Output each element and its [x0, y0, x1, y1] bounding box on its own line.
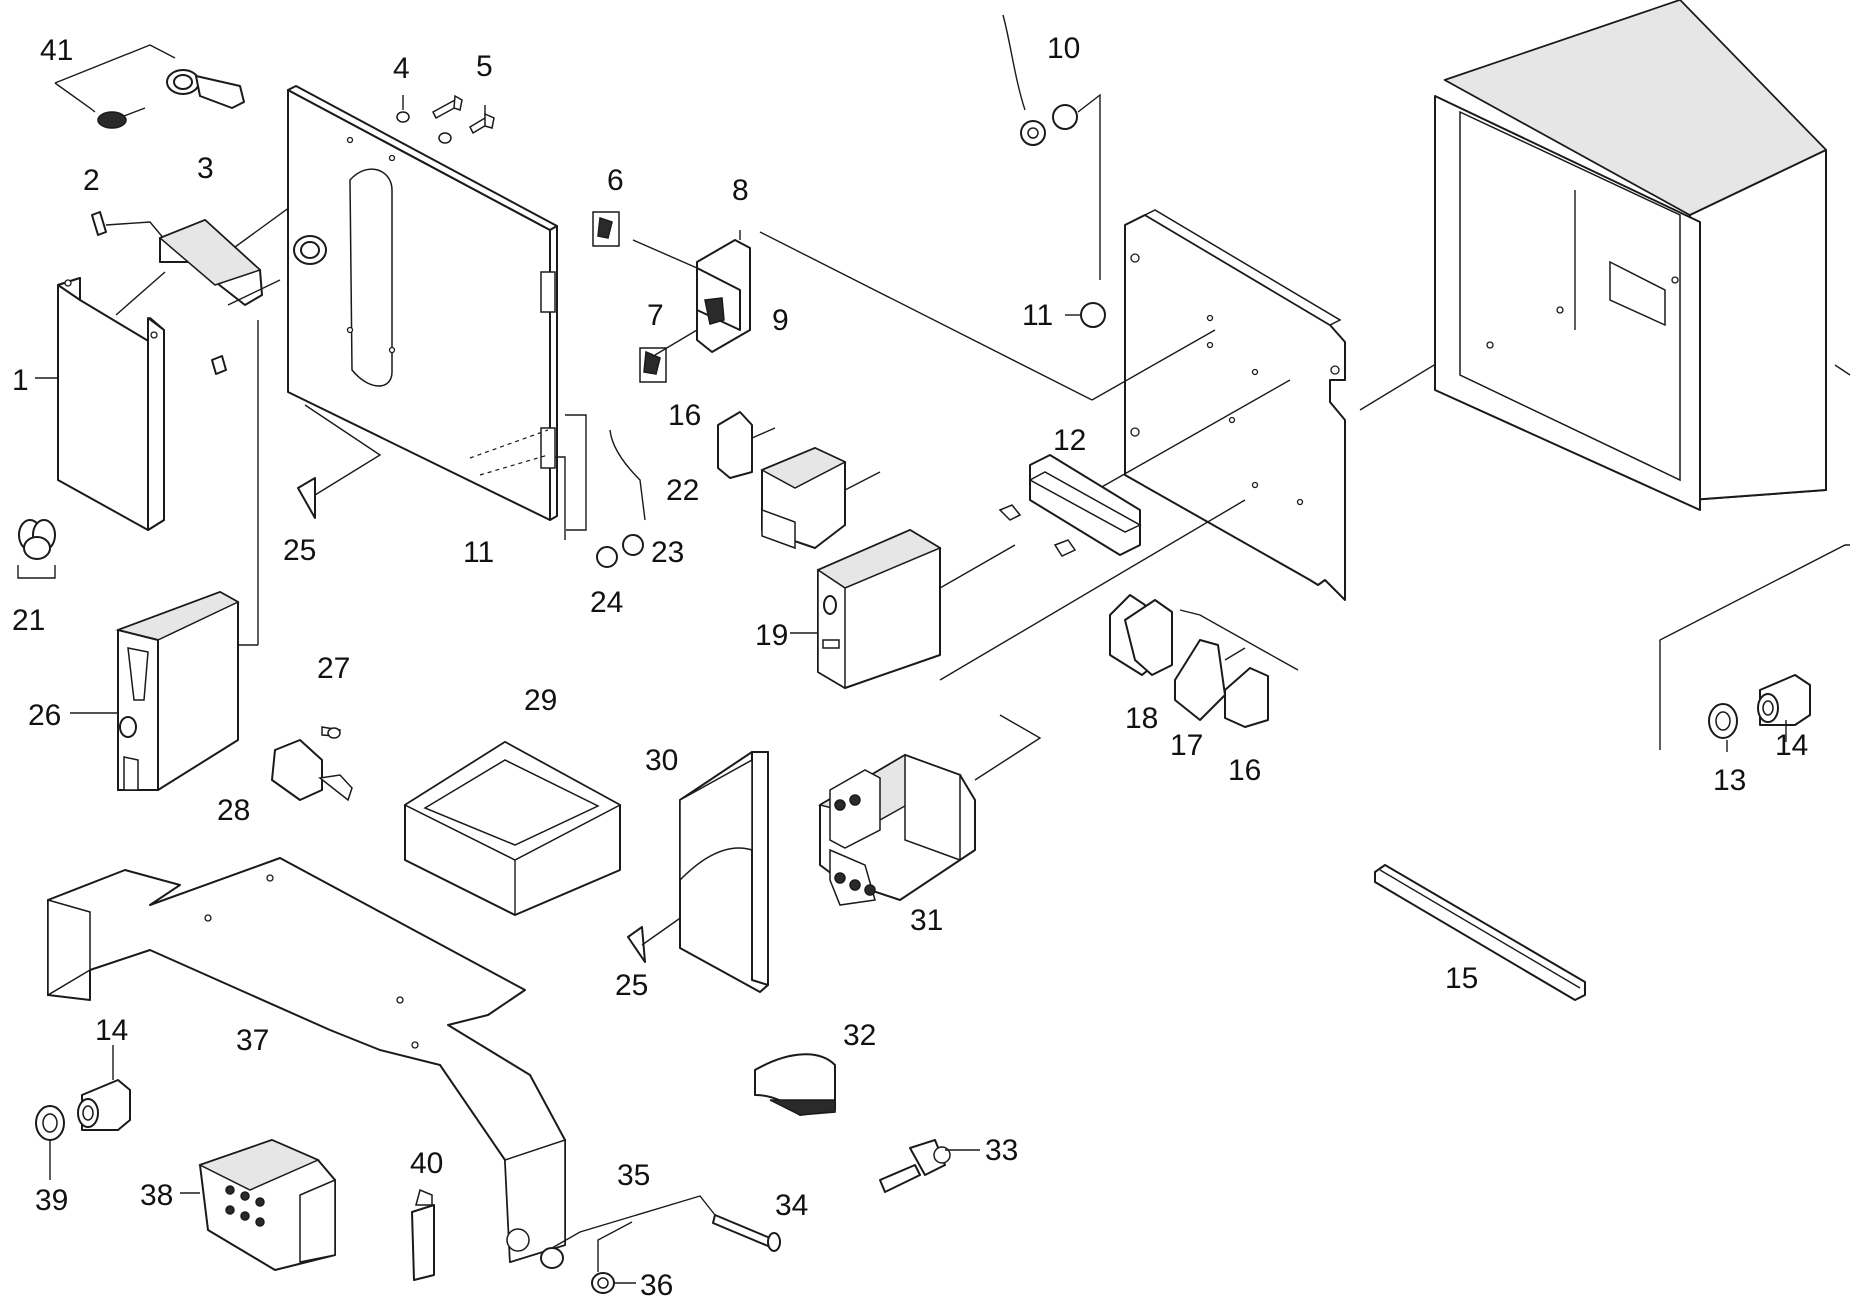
callout-10: 10	[1047, 32, 1080, 65]
part-37-base-plate	[47, 857, 566, 1264]
callout-16-right: 16	[1228, 754, 1261, 787]
callout-12: 12	[1053, 424, 1086, 457]
key-icon	[97, 111, 127, 129]
callout-2: 2	[83, 164, 100, 197]
part-19-timer-relay	[816, 529, 1016, 690]
parts-4-5-screws	[396, 94, 495, 144]
enclosure-box	[1434, 0, 1828, 511]
part-41-lock-and-key	[54, 44, 245, 129]
callout-31: 31	[910, 904, 943, 937]
callout-36: 36	[640, 1269, 673, 1302]
callout-41: 41	[40, 34, 73, 67]
callout-17: 17	[1170, 729, 1203, 762]
callout-30: 30	[645, 744, 678, 777]
callout-9: 9	[772, 304, 789, 337]
part-16-block	[717, 411, 776, 479]
callout-29: 29	[524, 684, 557, 717]
part-38-terminal-block	[198, 1139, 336, 1271]
part-33-hinge-pin	[879, 1139, 951, 1193]
callout-3: 3	[197, 152, 214, 185]
callout-33: 33	[985, 1134, 1018, 1167]
callout-8: 8	[732, 174, 749, 207]
callout-32: 32	[843, 1019, 876, 1052]
part-32-corner-cap	[754, 1053, 836, 1116]
parts-6-9-switch-assembly	[592, 211, 751, 383]
callout-39: 39	[35, 1184, 68, 1217]
mounting-plate	[759, 209, 1641, 601]
part-15-seal-strip	[1374, 864, 1586, 1001]
part-40-clip	[411, 1188, 435, 1281]
callout-15: 15	[1445, 962, 1478, 995]
callout-34: 34	[775, 1189, 808, 1222]
callout-7: 7	[647, 299, 664, 332]
parts-14-39-cable-gland	[35, 1045, 131, 1180]
part-31-transformer	[818, 499, 1246, 906]
part-26-control-box	[115, 320, 259, 791]
callout-23: 23	[651, 536, 684, 569]
door-panel	[287, 85, 587, 540]
relay-module	[760, 447, 881, 550]
callout-19: 19	[755, 619, 788, 652]
callout-21: 21	[12, 604, 45, 637]
part-1-side-cover	[57, 271, 166, 531]
parts-27-28-switch-bracket	[271, 726, 353, 802]
callout-22: 22	[666, 474, 699, 507]
part-10-earth-cable	[1002, 14, 1106, 328]
callout-25-top: 25	[283, 534, 316, 567]
part-29-tray	[403, 741, 622, 916]
part-30-shield-plate	[679, 751, 769, 993]
callout-6: 6	[607, 164, 624, 197]
callout-27: 27	[317, 652, 350, 685]
callout-28: 28	[217, 794, 250, 827]
callout-18: 18	[1125, 702, 1158, 735]
parts-13-14-right-gland	[1659, 364, 1851, 752]
callout-13: 13	[1713, 764, 1746, 797]
parts-16-18-terminals	[1109, 594, 1299, 728]
part-21-fasteners	[17, 519, 56, 579]
callout-35: 35	[617, 1159, 650, 1192]
callout-26: 26	[28, 699, 61, 732]
callout-14-right: 14	[1775, 729, 1808, 762]
callout-labels: 41 4 5 2 3 1 21 25 26 27 28 10 6 8 9 7 1…	[12, 32, 1808, 1302]
callout-11-left: 11	[463, 536, 494, 569]
callout-38: 38	[140, 1179, 173, 1212]
callout-11-right: 11	[1022, 299, 1053, 332]
callout-4: 4	[393, 52, 410, 85]
callout-16-left: 16	[668, 399, 701, 432]
callout-25-bottom: 25	[615, 969, 648, 1002]
callout-14-left: 14	[95, 1014, 128, 1047]
callout-1: 1	[12, 364, 29, 397]
parts-22-24-earth-lead	[596, 429, 646, 568]
part-12-din-rail	[998, 454, 1142, 557]
callout-24: 24	[590, 586, 623, 619]
callout-37: 37	[236, 1024, 269, 1057]
callout-5: 5	[476, 50, 493, 83]
callout-40: 40	[410, 1147, 443, 1180]
